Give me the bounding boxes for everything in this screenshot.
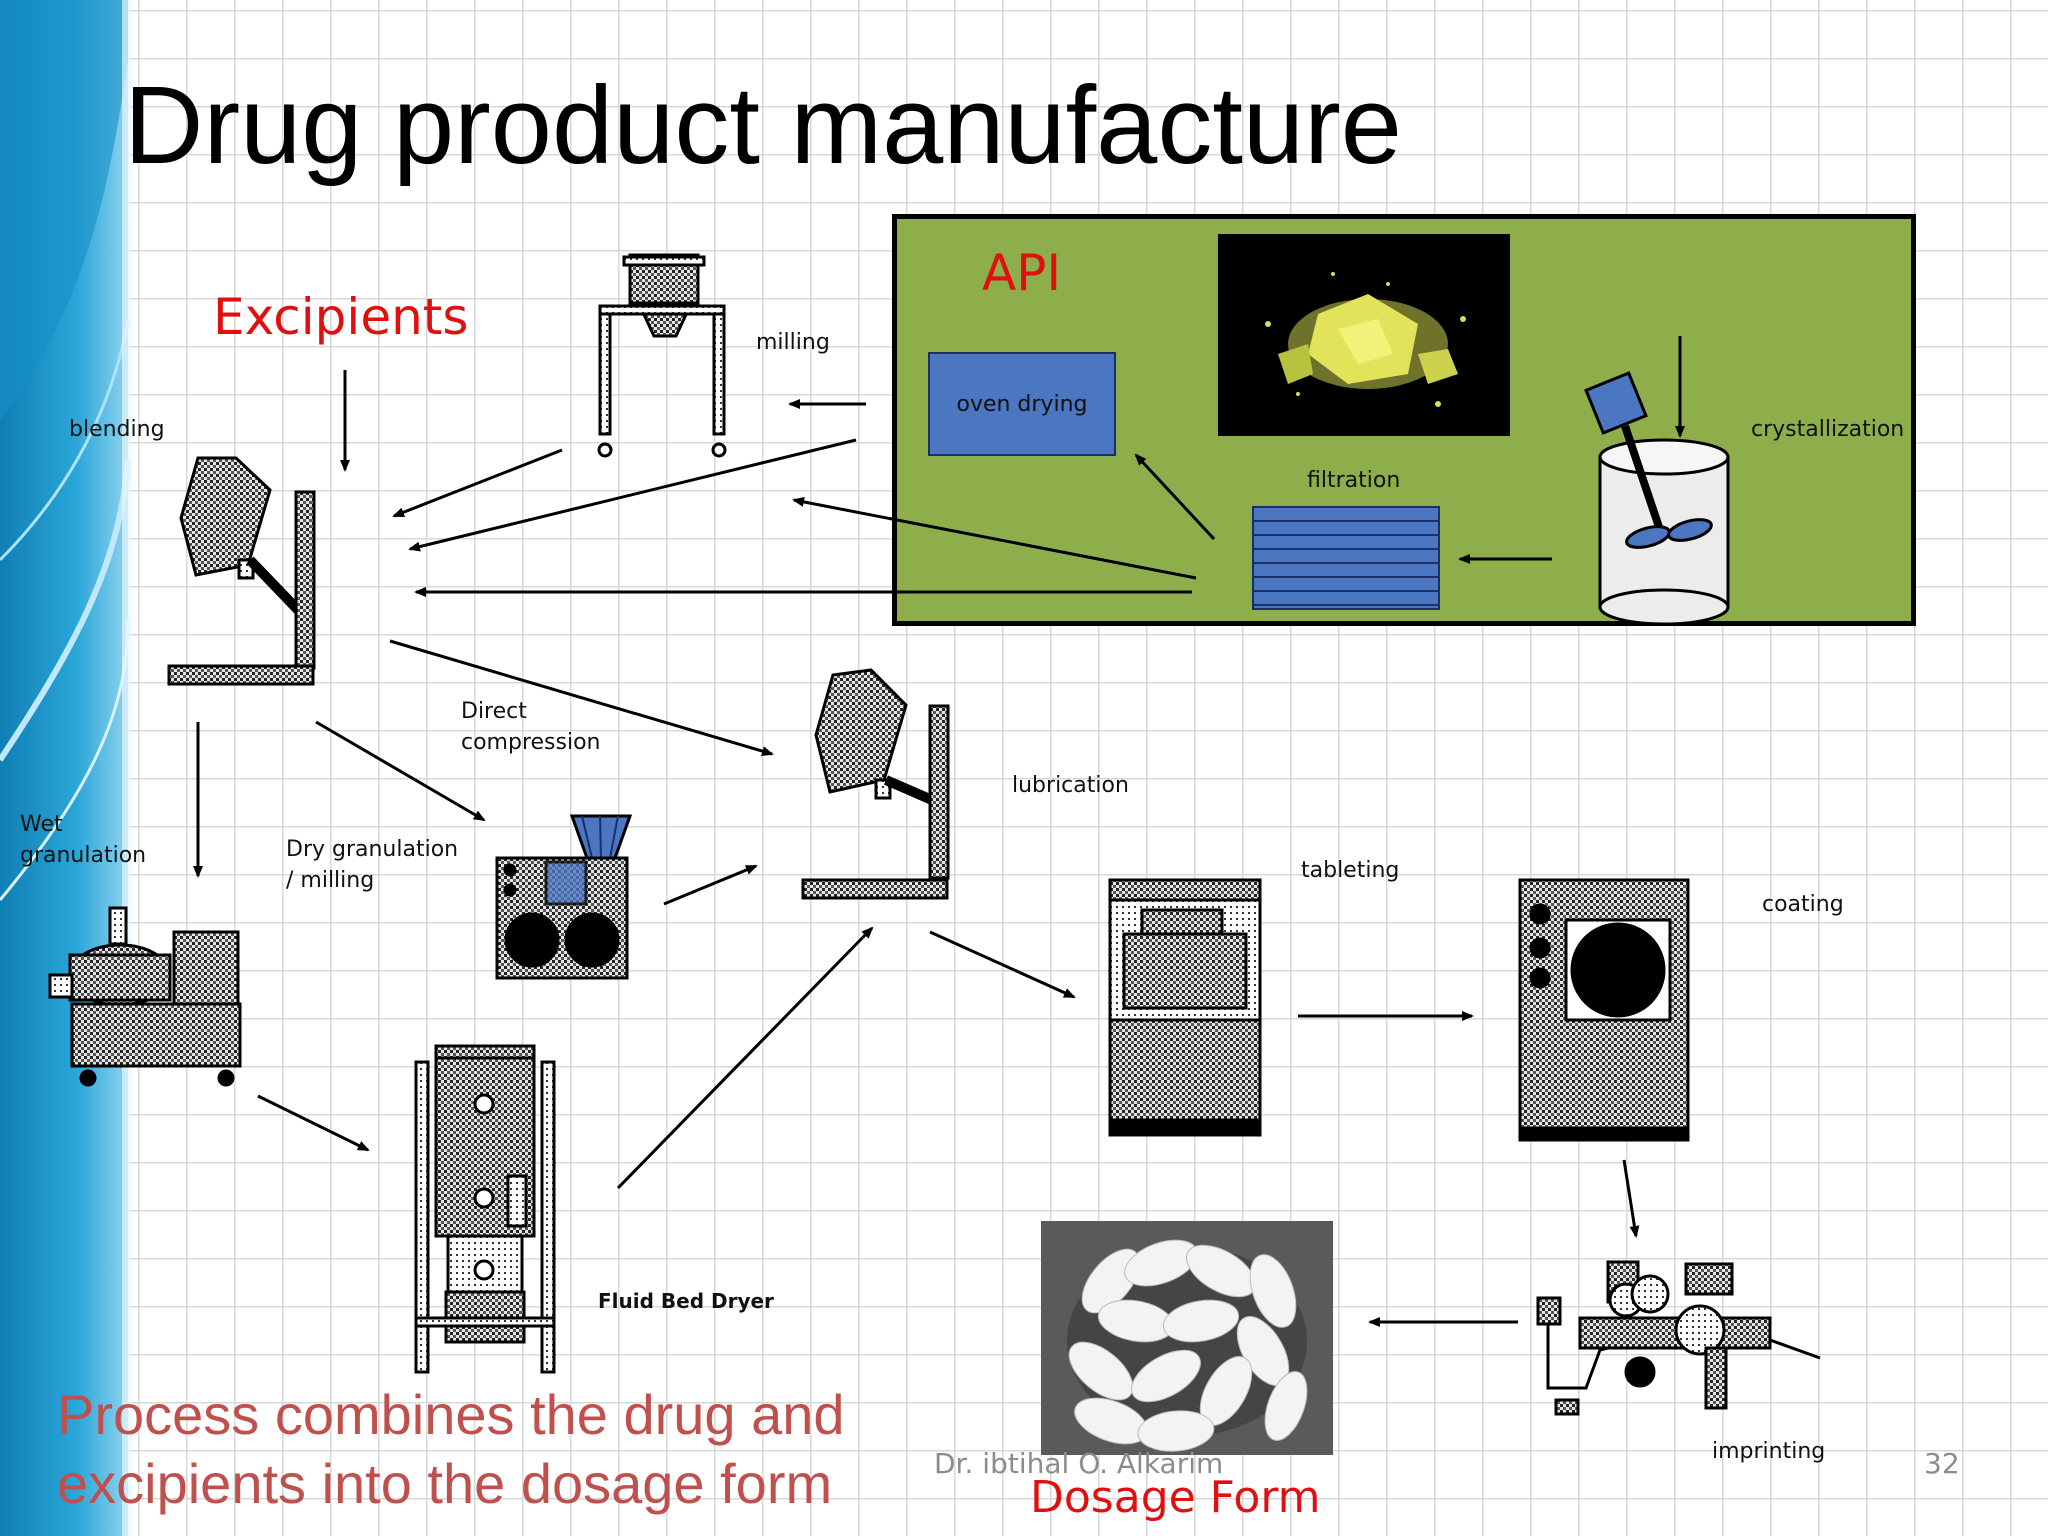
fluid-bed-dryer-label: Fluid Bed Dryer [598,1289,774,1313]
wet-granulator-icon [48,906,242,1087]
crystallizer-icon [1584,371,1730,626]
author-footer: Dr. ibtihal O. Alkarim [934,1447,1224,1480]
caption-line-2: excipients into the dosage form [57,1452,833,1515]
coating-pan-icon [1518,878,1690,1142]
oven-drying-label: oven drying [956,391,1088,417]
flow-arrows [193,336,1685,1327]
page-title: Drug product manufacture [124,64,1402,187]
filtration-box [1252,506,1440,610]
imprinting-label: imprinting [1712,1439,1826,1464]
dry-granulation-label-1: Dry granulation [286,837,459,862]
imprinting-machine-icon [1536,1260,1821,1416]
lubrication-label: lubrication [1012,773,1129,798]
oven-drying-box: oven drying [928,352,1116,456]
blending-label: blending [69,417,165,442]
lubrication-blender-icon [801,668,950,900]
api-powder-photo [1218,234,1510,436]
milling-machine-icon [597,253,727,458]
direct-compression-label-1: Direct [461,699,527,724]
filtration-label: filtration [1307,468,1401,493]
blender-icon [167,456,316,686]
excipients-heading: Excipients [213,288,469,346]
fluid-bed-dryer-icon [414,1044,556,1374]
wet-granulation-label-1: Wet [20,812,63,837]
crystallization-label: crystallization [1751,417,1905,442]
coating-label: coating [1762,892,1844,917]
tablet-press-icon [1108,878,1262,1137]
tableting-label: tableting [1301,858,1400,883]
page-number: 32 [1924,1447,1960,1480]
decorative-ribbon [0,0,132,1536]
tablets-photo [1041,1221,1333,1455]
caption-line-1: Process combines the drug and [57,1383,845,1446]
wet-granulation-label-2: granulation [20,843,147,868]
milling-label: milling [756,330,830,355]
api-heading: API [982,244,1062,302]
dry-granulation-label-2: / milling [286,868,375,893]
dosage-form-heading: Dosage Form [1030,1472,1321,1523]
dry-granulator-icon [495,814,633,980]
direct-compression-label-2: compression [461,730,601,755]
